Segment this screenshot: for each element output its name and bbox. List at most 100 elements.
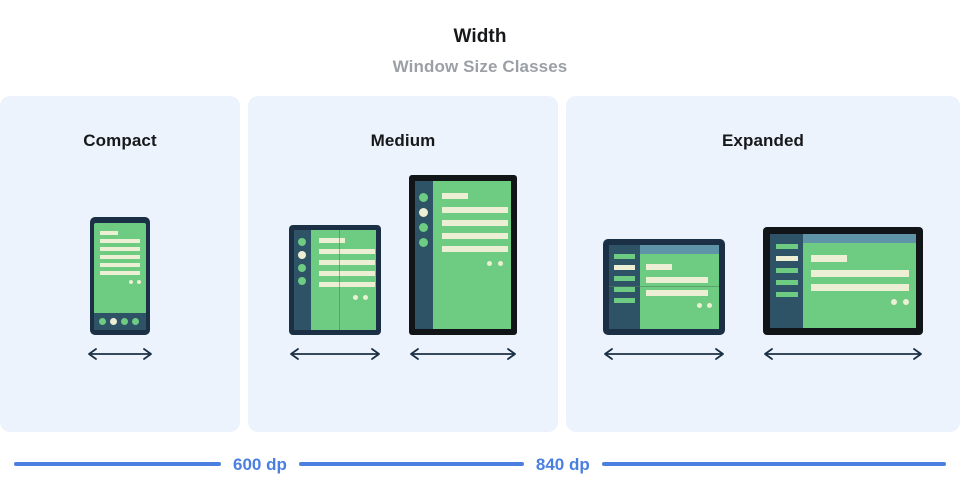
content-line	[319, 271, 375, 276]
content-line	[811, 284, 909, 291]
diagram-header: Width Window Size Classes	[0, 0, 960, 75]
content-dot	[891, 299, 897, 305]
rail-dot	[298, 277, 306, 285]
content-line	[100, 263, 140, 267]
tablet-content	[433, 181, 511, 329]
page-subtitle: Window Size Classes	[392, 57, 568, 76]
tablet-landscape-content	[803, 234, 916, 328]
devices-medium	[248, 164, 558, 432]
foldable-landscape-sidebar	[609, 245, 640, 329]
device-column-foldable-portrait	[287, 225, 383, 432]
rail-dot	[419, 223, 428, 232]
device-column-tablet-landscape	[761, 227, 925, 432]
rail-bar	[776, 280, 798, 285]
device-column-foldable-landscape	[601, 239, 727, 432]
content-line	[811, 255, 847, 262]
foldable-screen	[294, 230, 376, 330]
rail-dot	[298, 238, 306, 246]
resize-arrow-icon	[290, 348, 380, 360]
breakpoint-label-600: 600 dp	[233, 454, 287, 474]
foldable-landscape-content	[640, 245, 719, 329]
content-line	[442, 207, 508, 213]
resize-arrow-icon	[88, 348, 152, 360]
content-line	[646, 277, 708, 283]
panel-compact: Compact	[0, 96, 240, 432]
nav-dot-active	[110, 318, 117, 325]
content-line	[319, 238, 345, 243]
resize-arrow-phone	[85, 347, 155, 366]
tablet-screen	[415, 181, 511, 329]
ruler-segment-medium	[298, 462, 524, 466]
foldable-landscape-screen	[609, 245, 719, 329]
content-line	[319, 282, 375, 287]
panel-title-expanded: Expanded	[721, 131, 805, 150]
content-dot	[137, 280, 141, 284]
content-line	[100, 239, 140, 243]
app-top-bar	[640, 245, 719, 254]
tablet-landscape	[763, 227, 923, 335]
resize-arrow-foldable-landscape	[601, 347, 727, 366]
rail-bar	[614, 298, 635, 303]
rail-bar	[614, 254, 635, 259]
app-top-bar	[803, 234, 916, 243]
resize-arrow-foldable-portrait	[287, 347, 383, 366]
rail-bar	[776, 244, 798, 249]
ruler-segment-expanded	[601, 462, 946, 466]
phone-nav-bar	[94, 313, 146, 330]
rail-bar	[776, 292, 798, 297]
content-dot	[498, 261, 503, 266]
rail-bar-active	[776, 256, 798, 261]
content-dot	[363, 295, 368, 300]
rail-bar	[614, 276, 635, 281]
devices-expanded	[566, 164, 960, 432]
panel-medium: Medium	[248, 96, 558, 432]
nav-dot	[99, 318, 106, 325]
devices-compact	[0, 164, 240, 432]
page-title: Width	[453, 26, 507, 47]
panel-expanded: Expanded	[566, 96, 960, 432]
resize-arrow-tablet-portrait	[407, 347, 519, 366]
panel-title-medium: Medium	[370, 131, 436, 150]
content-line	[319, 260, 375, 265]
device-column-tablet-portrait	[407, 175, 519, 432]
rail-bar	[614, 287, 635, 292]
tablet-portrait	[409, 175, 517, 335]
content-line	[442, 220, 508, 226]
breakpoint-ruler: 600 dp 840 dp	[0, 452, 960, 476]
content-dot	[697, 303, 702, 308]
tablet-landscape-sidebar	[770, 234, 803, 328]
content-line	[100, 231, 118, 235]
content-line	[811, 270, 909, 277]
tablet-sidebar	[415, 181, 433, 329]
content-line	[442, 233, 508, 239]
resize-arrow-icon	[410, 348, 516, 360]
fold-crease	[339, 230, 340, 330]
tablet-landscape-screen	[770, 234, 916, 328]
content-line	[442, 193, 468, 199]
panel-title-compact: Compact	[83, 131, 157, 150]
content-line	[100, 271, 140, 275]
rail-dot	[419, 193, 428, 202]
nav-dot	[121, 318, 128, 325]
foldable-content	[311, 230, 376, 330]
content-line	[100, 255, 140, 259]
rail-dot	[419, 238, 428, 247]
rail-dot-active	[298, 251, 306, 259]
content-dot	[353, 295, 358, 300]
nav-dot	[132, 318, 139, 325]
content-dot	[129, 280, 133, 284]
size-class-panels: Compact	[0, 96, 960, 432]
resize-arrow-icon	[604, 348, 724, 360]
content-line	[319, 249, 375, 254]
content-dot	[487, 261, 492, 266]
breakpoint-label-840: 840 dp	[535, 454, 590, 474]
phone-screen	[94, 223, 146, 330]
device-column-phone	[85, 217, 155, 432]
foldable-portrait	[289, 225, 381, 335]
content-dot	[707, 303, 712, 308]
rail-dot-active	[419, 208, 428, 217]
content-line	[442, 246, 508, 252]
foldable-sidebar	[294, 230, 311, 330]
ruler-segment-compact	[14, 462, 221, 466]
content-line	[646, 264, 672, 270]
